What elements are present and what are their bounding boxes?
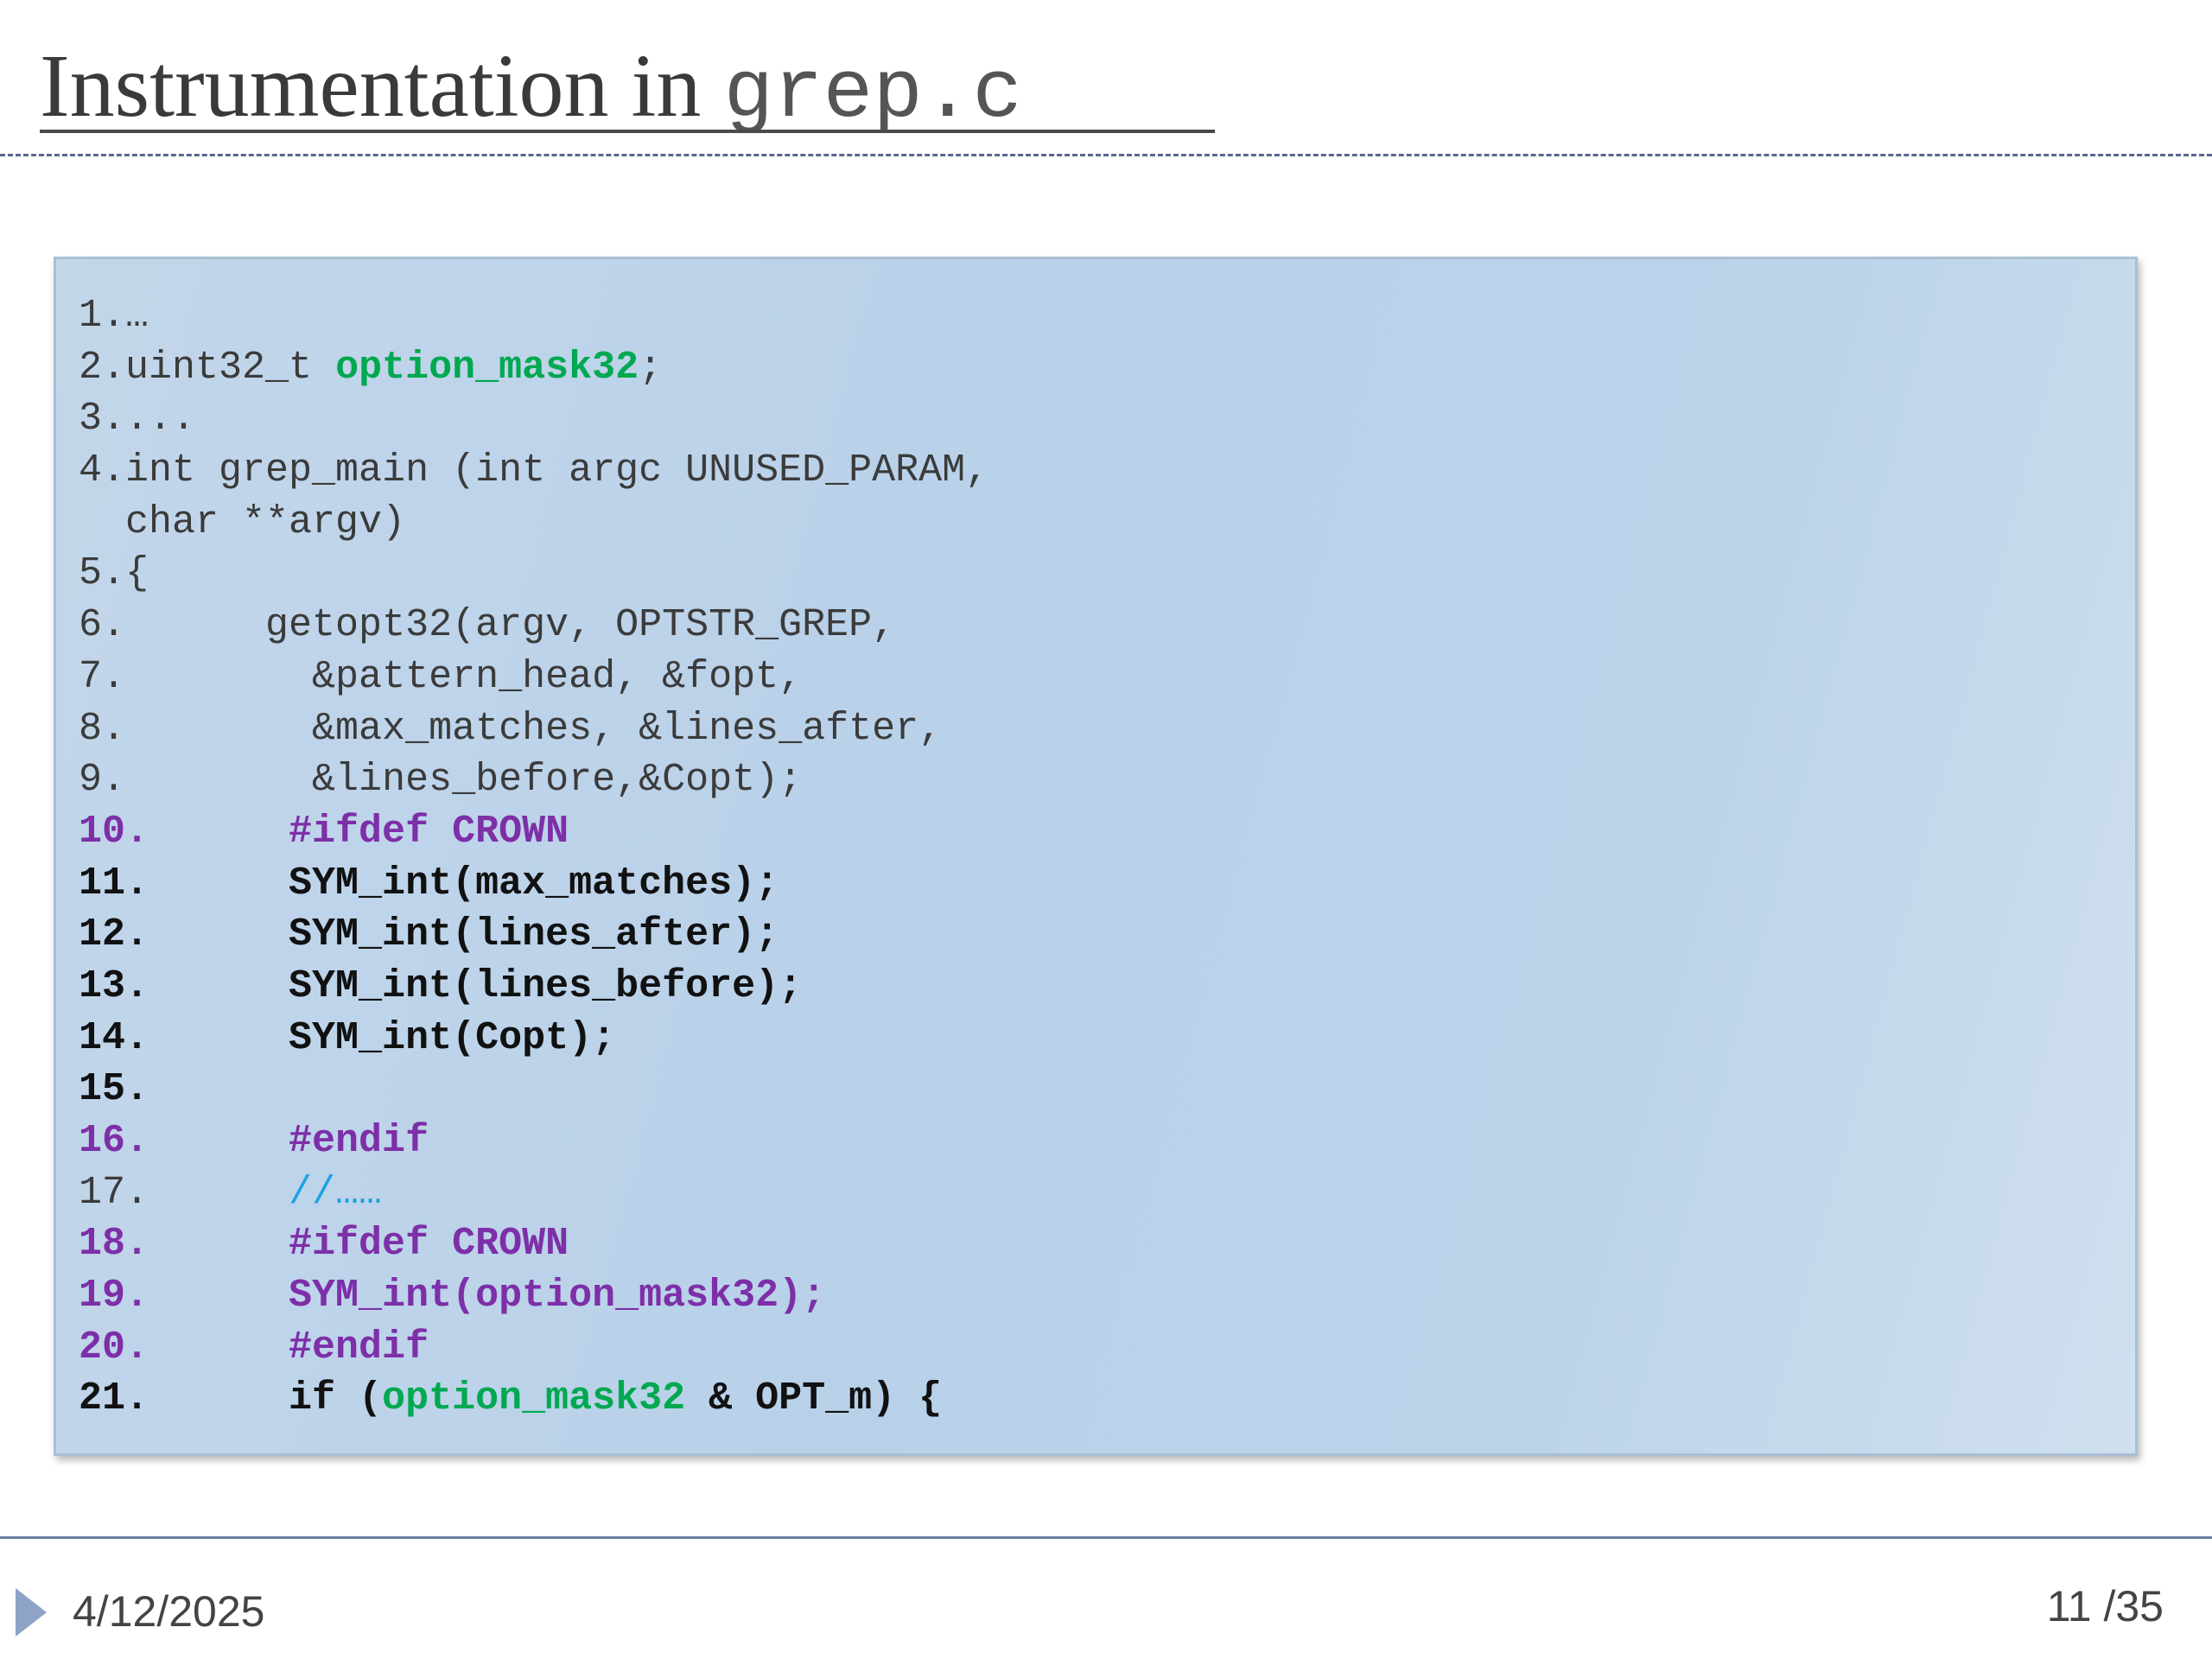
code-token: &max_matches, &lines_after, bbox=[125, 706, 943, 751]
code-line: 1.… bbox=[79, 290, 988, 342]
code-token bbox=[149, 1171, 289, 1215]
line-number: 2. bbox=[79, 345, 126, 390]
code-token: #ifdef CROWN bbox=[149, 809, 569, 854]
code-line: 2.uint32_t option_mask32; bbox=[79, 342, 988, 394]
code-line: 10. #ifdef CROWN bbox=[79, 806, 988, 858]
code-line: 4.int grep_main (int argc UNUSED_PARAM, bbox=[79, 445, 988, 497]
code-line: 11. SYM_int(max_matches); bbox=[79, 858, 988, 910]
line-number: 11. bbox=[79, 861, 149, 906]
code-token: #ifdef CROWN bbox=[149, 1222, 569, 1267]
title-underline bbox=[40, 130, 1215, 133]
code-listing-box: 1.…2.uint32_t option_mask32;3....4.int g… bbox=[54, 257, 2138, 1456]
code-line: 15. bbox=[79, 1064, 988, 1116]
line-number bbox=[79, 500, 125, 544]
line-number: 3. bbox=[79, 397, 126, 442]
line-number: 9. bbox=[79, 758, 126, 803]
code-line: 3.... bbox=[79, 393, 988, 445]
code-line: 17. //…… bbox=[79, 1167, 988, 1219]
code-token: &lines_before,&Copt); bbox=[125, 758, 803, 803]
slide-title: Instrumentation in grep.c bbox=[40, 35, 1022, 146]
code-token: uint32_t bbox=[125, 345, 336, 390]
line-number: 8. bbox=[79, 706, 126, 751]
line-number: 1. bbox=[79, 294, 126, 338]
code-token: getopt32(argv, OPTSTR_GREP, bbox=[125, 603, 896, 648]
code-line: 16. #endif bbox=[79, 1116, 988, 1167]
line-number: 20. bbox=[79, 1325, 149, 1370]
code-line: 12. SYM_int(lines_after); bbox=[79, 909, 988, 961]
code-line: 18. #ifdef CROWN bbox=[79, 1218, 988, 1270]
code-token: SYM_int(option_mask32); bbox=[149, 1274, 826, 1319]
code-line: 9. &lines_before,&Copt); bbox=[79, 754, 988, 806]
code-line: 5.{ bbox=[79, 548, 988, 600]
line-number: 7. bbox=[79, 654, 126, 699]
line-number: 5. bbox=[79, 551, 126, 596]
line-number: 21. bbox=[79, 1376, 149, 1421]
code-token: ; bbox=[639, 345, 663, 390]
code-token: SYM_int(lines_before); bbox=[149, 963, 803, 1008]
code-token: … bbox=[125, 294, 149, 338]
code-token: //…… bbox=[289, 1170, 383, 1215]
code-token: SYM_int(Copt); bbox=[149, 1015, 616, 1060]
line-number: 14. bbox=[79, 1015, 149, 1060]
code-token: { bbox=[125, 551, 149, 596]
code-token: ... bbox=[125, 397, 196, 442]
slide-title-text: Instrumentation in bbox=[40, 36, 724, 136]
line-number: 6. bbox=[79, 603, 126, 648]
code-line: char **argv) bbox=[79, 497, 988, 549]
code-line: 7. &pattern_head, &fopt, bbox=[79, 652, 988, 703]
code-token: if ( bbox=[149, 1376, 383, 1421]
page-number: 11 /35 bbox=[2046, 1582, 2164, 1630]
code-listing: 1.…2.uint32_t option_mask32;3....4.int g… bbox=[79, 290, 988, 1425]
code-token: #endif bbox=[149, 1325, 429, 1370]
nav-arrow-icon[interactable] bbox=[16, 1588, 47, 1637]
code-token: SYM_int(lines_after); bbox=[149, 912, 779, 957]
line-number: 16. bbox=[79, 1119, 149, 1163]
title-divider bbox=[0, 154, 2212, 156]
line-number: 13. bbox=[79, 963, 149, 1008]
footer-divider bbox=[0, 1536, 2212, 1539]
line-number: 12. bbox=[79, 912, 149, 957]
code-token: & OPT_m) { bbox=[685, 1376, 943, 1421]
code-line: 8. &max_matches, &lines_after, bbox=[79, 703, 988, 755]
code-line: 6. getopt32(argv, OPTSTR_GREP, bbox=[79, 600, 988, 652]
code-token: char **argv) bbox=[125, 499, 406, 544]
code-line: 19. SYM_int(option_mask32); bbox=[79, 1270, 988, 1322]
line-number: 15. bbox=[79, 1067, 149, 1112]
line-number: 17. bbox=[79, 1170, 149, 1215]
code-line: 13. SYM_int(lines_before); bbox=[79, 961, 988, 1013]
slide-title-code: grep.c bbox=[723, 47, 1023, 141]
line-number: 19. bbox=[79, 1274, 149, 1319]
footer-date: 4/12/2025 bbox=[73, 1587, 265, 1636]
code-line: 14. SYM_int(Copt); bbox=[79, 1013, 988, 1065]
line-number: 18. bbox=[79, 1222, 149, 1267]
code-token: SYM_int(max_matches); bbox=[149, 861, 779, 906]
code-line: 20. #endif bbox=[79, 1322, 988, 1374]
code-token: &pattern_head, &fopt, bbox=[125, 654, 803, 699]
code-token: #endif bbox=[149, 1119, 429, 1163]
code-token: int grep_main (int argc UNUSED_PARAM, bbox=[125, 448, 989, 493]
line-number: 10. bbox=[79, 809, 149, 854]
code-line: 21. if (option_mask32 & OPT_m) { bbox=[79, 1373, 988, 1425]
code-token: option_mask32 bbox=[382, 1376, 686, 1421]
code-token: option_mask32 bbox=[335, 345, 639, 390]
line-number: 4. bbox=[79, 448, 126, 493]
